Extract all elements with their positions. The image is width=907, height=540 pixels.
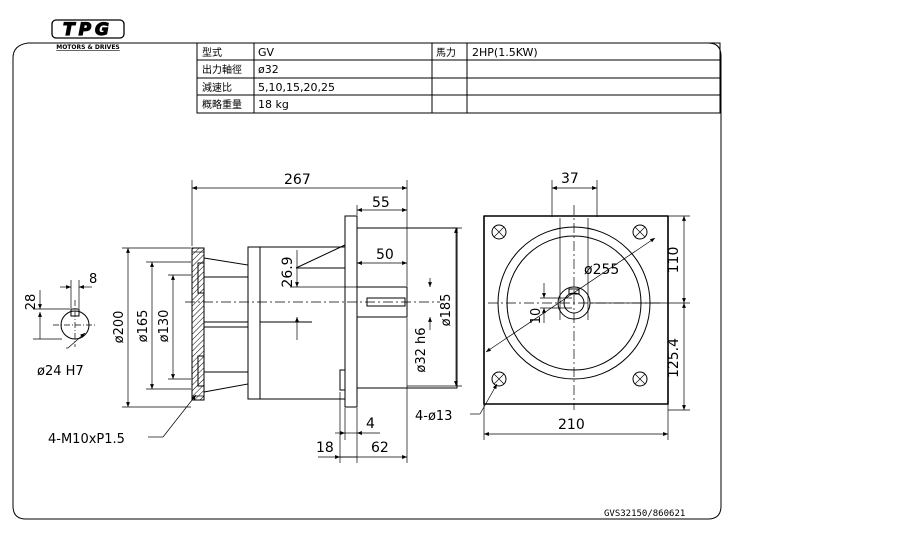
spec-value-ratio: 5,10,15,20,25	[258, 81, 335, 94]
spec-value-model: GV	[258, 46, 275, 59]
dim-bore: ø24 H7	[37, 364, 84, 379]
spec-label-ratio: 減速比	[202, 81, 232, 94]
dim-dia-165: ø165	[136, 310, 151, 343]
spec-table: 型式 GV 馬力 2HP(1.5KW) 出力軸徑 ø32 減速比 5,10,15…	[196, 42, 721, 114]
dim-dia-185: ø185	[439, 294, 454, 327]
dim-holes: 4-ø13	[415, 409, 452, 424]
mounting-holes	[491, 224, 648, 387]
dim-10: 10	[529, 308, 544, 325]
dim-dia-200: ø200	[112, 311, 127, 344]
spec-label-weight: 概略重量	[202, 98, 242, 111]
dim-62: 62	[371, 440, 389, 456]
dim-dia-130: ø130	[157, 310, 172, 343]
dim-overall-length: 267	[284, 172, 311, 188]
spec-value-power: 2HP(1.5KW)	[472, 46, 538, 59]
dim-pcd: ø255	[584, 262, 619, 278]
dim-37: 37	[561, 171, 579, 187]
drawing-number: GVS32150/860621	[604, 509, 685, 519]
dim-110: 110	[666, 247, 682, 274]
dim-output-length: 55	[372, 195, 390, 211]
bore-detail: 8 28 ø24 H7	[24, 272, 97, 379]
gearbox-body	[247, 246, 261, 400]
dim-key-height: 28	[24, 294, 39, 311]
spec-value-shaft: ø32	[258, 63, 279, 76]
logo-tagline: MOTORS & DRIVES	[56, 44, 120, 51]
dim-flange-thick: 4	[366, 416, 375, 432]
spec-label-model: 型式	[202, 46, 222, 59]
spec-label-power: 馬力	[436, 46, 456, 59]
dim-shaft-offset: 26.9	[280, 256, 296, 287]
dim-18: 18	[316, 440, 334, 456]
dim-125-4: 125.4	[666, 338, 682, 378]
company-logo: TPG MOTORS & DRIVES	[51, 19, 125, 51]
output-shaft	[356, 286, 408, 318]
dim-shaft-dia: ø32 h6	[414, 327, 429, 372]
dim-key-width: 8	[89, 272, 97, 287]
logo-mark: TPG	[63, 20, 113, 40]
side-view: 267 55 50 26.9 ø200 ø165 ø130 ø185	[48, 172, 462, 463]
spec-label-shaft: 出力軸徑	[202, 63, 242, 76]
dim-shaft-length: 50	[376, 247, 394, 263]
sheet-border	[12, 42, 722, 520]
dim-210: 210	[558, 417, 585, 433]
spec-value-weight: 18 kg	[258, 98, 289, 111]
front-view: ø255 37 110 125.4 10 210 4-ø13	[415, 171, 690, 440]
input-flange	[191, 247, 205, 401]
dim-thread: 4-M10xP1.5	[48, 432, 125, 447]
output-flange	[344, 215, 358, 408]
